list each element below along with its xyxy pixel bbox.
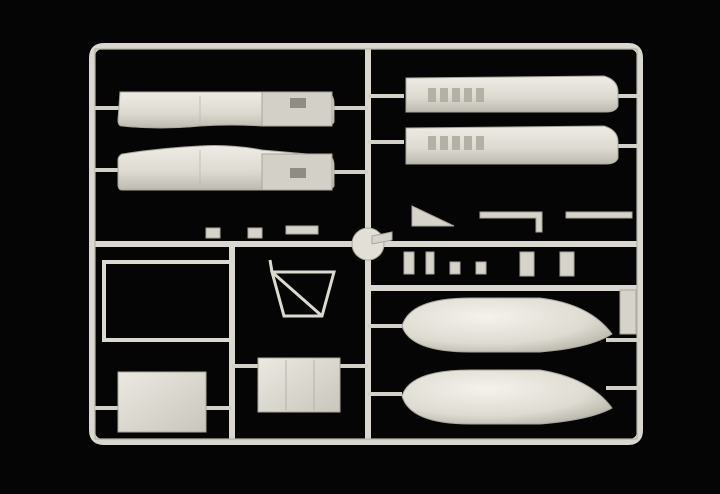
small-parts-row [205,205,637,335]
sprue-frame-shadow [94,48,638,440]
runner-gates [95,94,640,410]
box-part-left [117,371,207,433]
wing-panel-upper [405,75,619,113]
box-part-right [257,357,341,413]
drop-tank-lower [401,369,613,425]
fuselage-half-upper [117,91,335,129]
wing-panel-lower [405,125,619,165]
fuselage-half-lower [117,145,335,191]
rectangular-frame-part [102,260,234,342]
strut-part [268,259,336,318]
drop-tank-upper [401,297,613,353]
